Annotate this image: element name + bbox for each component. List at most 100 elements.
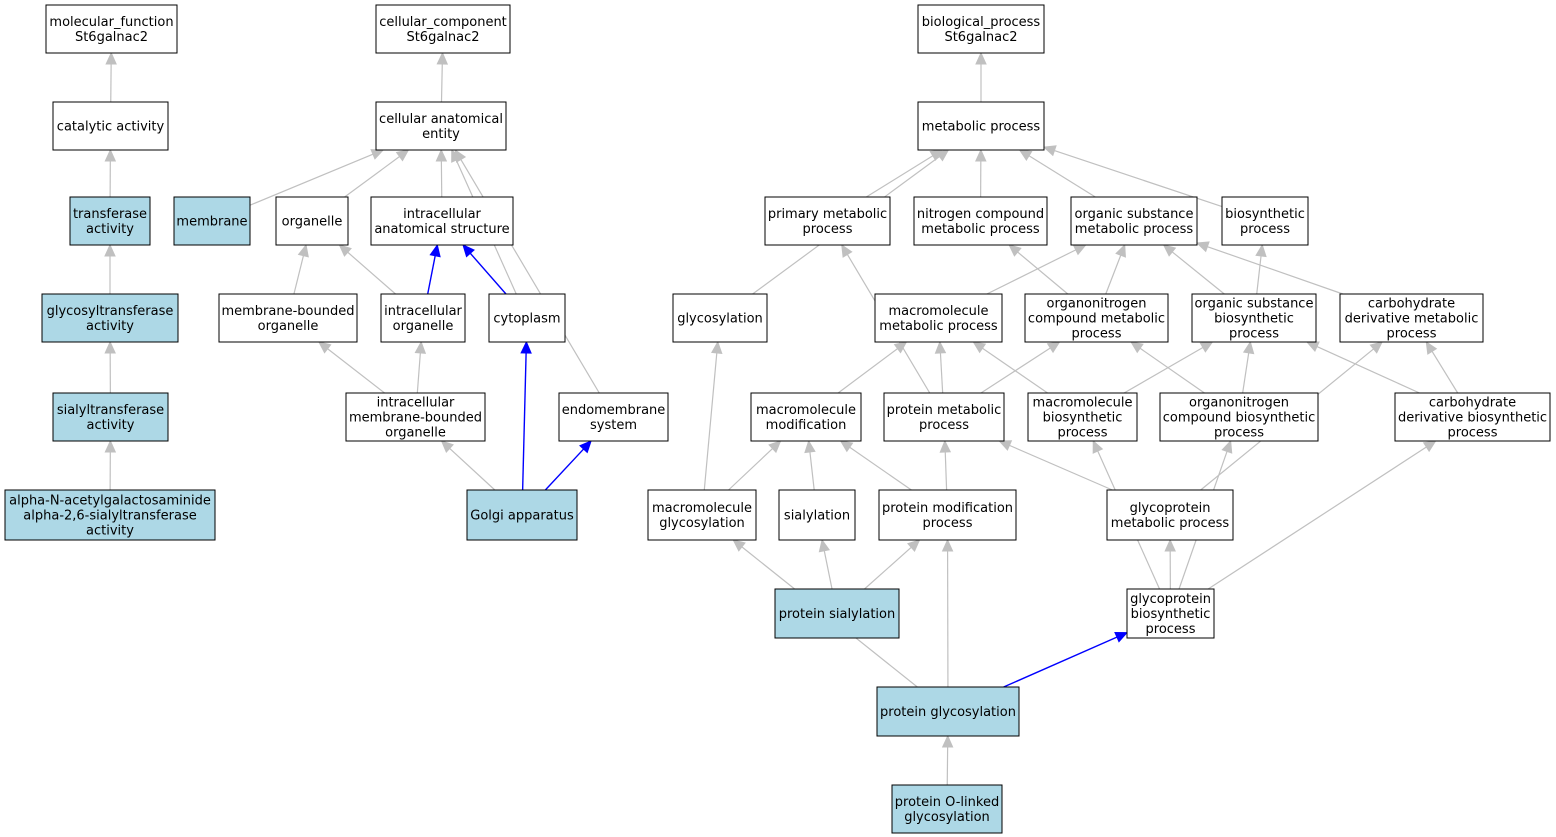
- edge-carbohydrate-derivative-metabolic-process-to-organic-substance-metabolic-process: [1195, 241, 1344, 295]
- node-box: [488, 293, 566, 343]
- arrowhead-icon: [370, 149, 385, 160]
- node-organelle[interactable]: organelle: [275, 196, 349, 246]
- node-box: [878, 489, 1017, 541]
- node-label-line: protein modification: [882, 501, 1013, 516]
- edge-line: [249, 153, 374, 206]
- node-box: [883, 392, 1005, 442]
- node-protein-glycosylation[interactable]: protein glycosylation: [876, 686, 1020, 737]
- edge-protein-metabolic-process-to-organonitrogen-compound-metabolic-process: [980, 341, 1061, 394]
- node-box: [275, 196, 349, 246]
- node-label-line: protein glycosylation: [880, 705, 1016, 720]
- node-label-line: nitrogen compound: [917, 207, 1044, 222]
- arrowhead-icon: [972, 341, 987, 354]
- edge-line: [460, 159, 600, 394]
- arrowhead-icon: [1369, 341, 1384, 354]
- edge-intracellular-membrane-bounded-organelle-to-intracellular-organelle: [414, 340, 427, 394]
- edge-protein-metabolic-process-to-macromolecule-metabolic-process: [934, 340, 947, 394]
- edge-line: [1207, 246, 1344, 295]
- node-golgi-apparatus[interactable]: Golgi apparatus: [466, 489, 578, 541]
- node-label-line: glycosylation: [677, 312, 763, 327]
- arrowhead-icon: [804, 439, 816, 454]
- arrowhead-icon: [520, 340, 532, 354]
- arrowhead-icon: [105, 51, 117, 65]
- node-label-line: intracellular: [384, 304, 462, 319]
- arrowhead-icon: [975, 51, 987, 65]
- edge-macromolecule-biosynthetic-process-to-macromolecule-metabolic-process: [972, 341, 1048, 394]
- node-label-line: cellular_component: [379, 15, 507, 30]
- node-box: [4, 489, 216, 541]
- node-protein-sialylation[interactable]: protein sialylation: [774, 588, 900, 639]
- node-label-line: process: [1448, 426, 1498, 441]
- edge-protein-glycosylation-to-protein-modification-process: [941, 538, 954, 688]
- node-box: [1394, 392, 1551, 442]
- edge-line: [944, 451, 948, 491]
- edge-organonitrogen-compound-biosynthetic-process-to-organic-substance-biosynthetic-process: [1242, 340, 1255, 394]
- arrowhead-icon: [907, 539, 921, 552]
- node-label-line: protein O-linked: [895, 795, 999, 810]
- edge-intracellular-organelle-to-intracellular-anatomical-structure: [427, 243, 441, 295]
- node-label-line: biosynthetic: [1131, 607, 1211, 622]
- node-cytoplasm[interactable]: cytoplasm: [488, 293, 566, 343]
- node-box: [764, 196, 891, 246]
- node-glycosylation[interactable]: glycosylation: [672, 293, 768, 343]
- edge-macromolecule-metabolic-process-to-organic-substance-metabolic-process: [986, 244, 1087, 295]
- edge-membrane-bounded-organelle-to-organelle: [293, 243, 309, 295]
- edge-line: [849, 446, 912, 491]
- edge-golgi-apparatus-to-endomembrane-system: [544, 440, 592, 491]
- arrowhead-icon: [1042, 145, 1057, 157]
- node-box: [375, 101, 507, 151]
- node-alpha-n-acetyl[interactable]: alpha-N-acetylgalactosaminidealpha-2,6-s…: [4, 489, 216, 541]
- arrowhead-icon: [1162, 244, 1177, 257]
- edge-line: [865, 155, 934, 198]
- node-label-line: organonitrogen: [1047, 297, 1147, 312]
- edge-organonitrogen-compound-biosynthetic-process-to-organonitrogen-compound-metabolic-process: [1130, 341, 1205, 394]
- edge-line: [344, 156, 400, 198]
- edge-sialyltransferase-activity-to-glycosyltransferase-activity: [104, 340, 116, 394]
- node-box: [778, 489, 856, 541]
- node-catalytic-activity[interactable]: catalytic activity: [52, 101, 169, 151]
- arrowhead-icon: [1305, 341, 1320, 353]
- node-label-line: anatomical structure: [374, 222, 509, 237]
- node-label-line: process: [803, 222, 853, 237]
- node-membrane[interactable]: membrane: [173, 196, 251, 246]
- arrowhead-icon: [1046, 341, 1061, 354]
- edge-line: [1256, 255, 1262, 295]
- node-label-line: molecular_function: [49, 15, 173, 30]
- node-metabolic-process[interactable]: metabolic process: [917, 101, 1045, 151]
- node-sialylation[interactable]: sialylation: [778, 489, 856, 541]
- edge-line: [1171, 251, 1225, 295]
- edge-line: [1139, 347, 1205, 394]
- arrowhead-icon: [440, 440, 454, 454]
- edge-organic-substance-biosynthetic-process-to-biosynthetic-process: [1255, 243, 1267, 295]
